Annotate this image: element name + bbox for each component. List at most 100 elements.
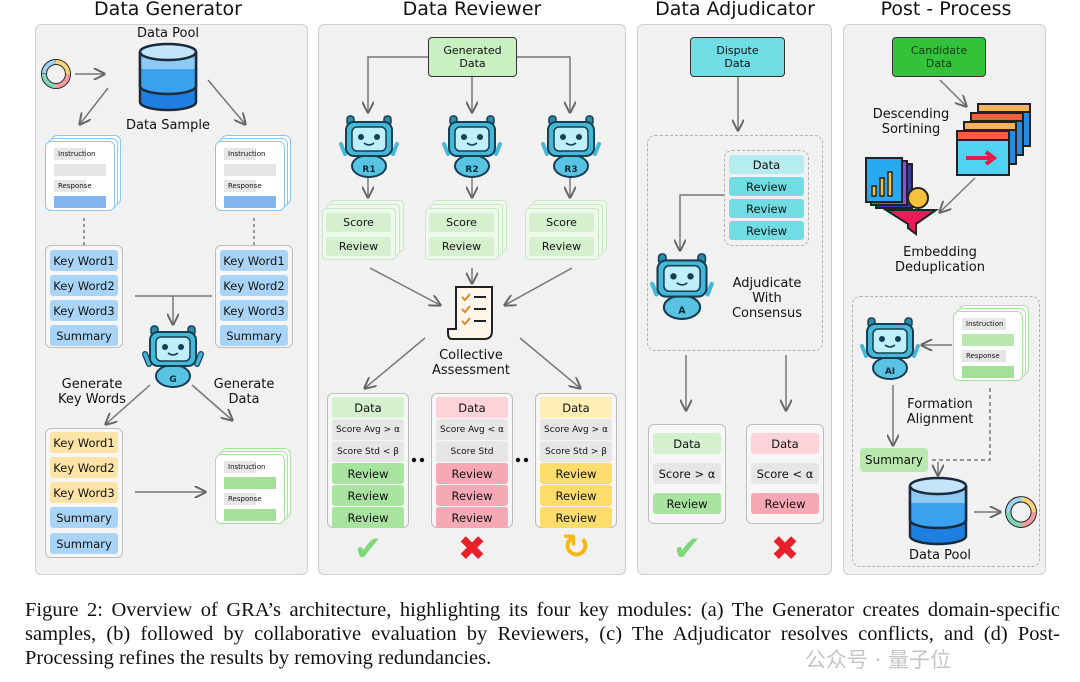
review-item: Review [729,177,804,196]
review-item: Review [436,507,508,528]
generated-data-box: Generated Data [428,37,517,77]
summary-item: Summary [50,507,118,528]
generate-data-label: Generate Data [213,377,275,407]
generated-data-card: Instruction Response [215,448,292,528]
review-item: Review [540,485,612,506]
robot-label: AI [885,367,895,377]
cycle-icon [1005,496,1037,528]
accepted-result-card: Data Score Avg > α Score Std < β Review … [327,393,409,528]
score-avg-item: Score Avg > α [332,419,404,440]
score-item: Score > α [653,463,721,484]
database-icon [908,476,968,546]
response-label: Response [962,350,1006,362]
review-item: Review [332,485,404,506]
score-std-item: Score Std [436,441,508,462]
keyword-item: Key Word3 [50,482,118,503]
robot-label: A [678,306,686,317]
aligned-data-card: Instruction Response [953,305,1030,385]
score-avg-item: Score Avg < α [436,419,508,440]
watermark: 公众号 · 量子位 [805,648,952,672]
review-item: Review [751,493,819,514]
data-item: Data [436,397,508,418]
rejected-adjudication-card: Data Score < α Review [746,424,824,524]
keyword-item: Key Word2 [220,275,288,296]
post-process-title: Post - Process [880,0,1012,20]
alignment-area [852,296,1040,567]
check-icon: ✔ [672,529,702,569]
database-icon [138,42,198,112]
assessment-document-icon [447,286,493,340]
reviewer-robot-icon: R3 [541,115,601,178]
embedding-dedup-label: Embedding Deduplication [895,245,985,275]
data-item: Data [540,397,612,418]
score-std-item: Score Std < β [332,441,404,462]
data-item: Data [332,397,404,418]
score-std-item: Score Std > β [540,441,612,462]
collective-assessment-label: Collective Assessment [432,348,510,378]
response-label: Response [224,180,262,192]
candidate-data-box: Candidate Data [892,37,986,77]
keyword-item: Key Word1 [50,250,118,271]
review-item: Review [529,237,594,256]
generated-keyword-group: Key Word1 Key Word2 Key Word3 Summary Su… [45,428,123,558]
review-item: Review [540,463,612,484]
data-item: Data [751,433,819,454]
data-pool-label: Data Pool [136,26,200,41]
keyword-item: Key Word1 [50,432,118,453]
keyword-group: Key Word1 Key Word2 Key Word3 Summary [215,245,293,348]
reviewer-robot-icon: R1 [339,115,399,178]
descending-sorting-label: Descending Sortining [872,107,950,137]
review-item: Review [429,237,494,256]
score-item: Score [326,213,391,232]
check-icon: ✔ [353,529,383,569]
data-item: Data [729,155,804,174]
rejected-result-card: Data Score Avg < α Score Std Review Revi… [431,393,513,528]
generate-key-words-label: Generate Key Words [58,377,126,407]
keyword-item: Key Word1 [220,250,288,271]
keyword-item: Key Word3 [50,300,118,321]
alignment-robot-icon: AI [860,317,920,380]
formation-alignment-label: Formation Alignment [906,397,974,427]
data-item: Data [653,433,721,454]
review-item: Review [332,507,404,528]
cross-icon: ✖ [457,529,487,569]
adjudicate-label: Adjudicate With Consensus [731,276,803,321]
score-avg-item: Score Avg > α [540,419,612,440]
response-label: Response [224,493,262,505]
keyword-item: Key Word2 [50,457,118,478]
instruction-label: Instruction [54,148,95,160]
review-item: Review [436,485,508,506]
instruction-label: Instruction [224,148,265,160]
generator-robot-icon: G [142,325,204,388]
robot-label: R3 [564,165,577,175]
keyword-item: Key Word2 [50,275,118,296]
data-sample-label: Data Sample [126,118,210,133]
adjudication-area [647,135,823,351]
score-item: Score < α [751,463,819,484]
instruction-label: Instruction [224,461,265,473]
review-item: Review [540,507,612,528]
robot-label: G [169,375,176,385]
dispute-data-box: Dispute Data [690,37,785,77]
cycle-icon [41,59,71,89]
keyword-item: Key Word3 [220,300,288,321]
funnel-dedup-icon [865,157,940,236]
score-item: Score [529,213,594,232]
data-pool-label: Data Pool [908,548,972,563]
score-item: Score [429,213,494,232]
adjudicator-robot-icon: A [650,253,714,320]
summary-item: Summary [220,325,288,346]
connector-arrows [75,56,1080,590]
response-label: Response [54,180,92,192]
reviewer-robot-icon: R2 [442,115,502,178]
review-item: Review [729,221,804,240]
review-item: Review [729,199,804,218]
robot-label: R1 [362,165,375,175]
summary-item: Summary [50,325,118,346]
review-item: Review [653,493,721,514]
instruction-label: Instruction [962,318,1006,330]
review-item: Review [332,463,404,484]
reviewer-title: Data Reviewer [402,0,542,20]
